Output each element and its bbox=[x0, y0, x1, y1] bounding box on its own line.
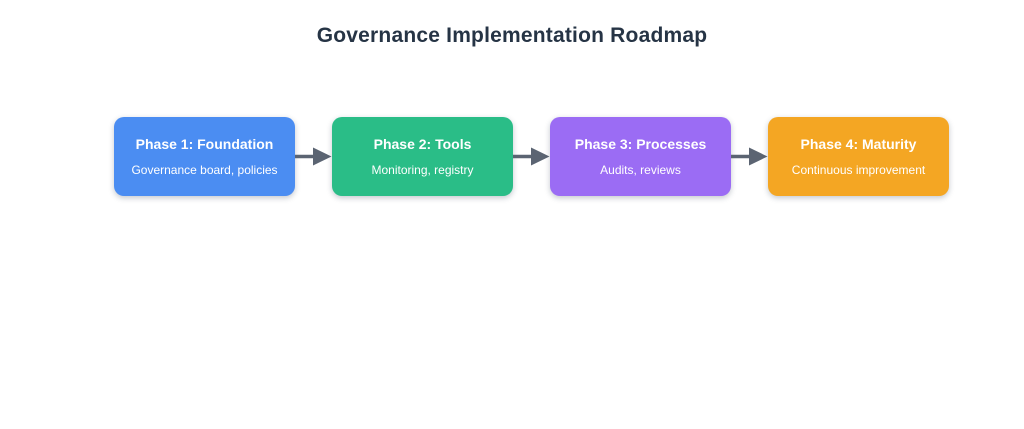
arrow-head bbox=[749, 147, 768, 166]
phase-box-processes: Phase 3: Processes Audits, reviews bbox=[550, 117, 731, 196]
phase-detail: Monitoring, registry bbox=[371, 163, 474, 177]
phase-box-tools: Phase 2: Tools Monitoring, registry bbox=[332, 117, 513, 196]
arrow-head bbox=[531, 147, 550, 166]
diagram-title: Governance Implementation Roadmap bbox=[316, 24, 708, 47]
right-arrow-icon bbox=[513, 147, 550, 166]
arrow-head bbox=[313, 147, 332, 166]
phase-detail: Audits, reviews bbox=[600, 163, 681, 177]
phase-detail: Governance board, policies bbox=[131, 163, 278, 177]
right-arrow-icon bbox=[731, 147, 768, 166]
phase-box-maturity: Phase 4: Maturity Continuous improvement bbox=[768, 117, 949, 196]
phase-label: Phase 4: Maturity bbox=[800, 136, 917, 152]
phase-label: Phase 1: Foundation bbox=[135, 136, 274, 152]
phase-detail: Continuous improvement bbox=[791, 163, 926, 177]
phase-label: Phase 2: Tools bbox=[373, 136, 472, 152]
right-arrow-icon bbox=[295, 147, 332, 166]
phase-box-foundation: Phase 1: Foundation Governance board, po… bbox=[114, 117, 295, 196]
phase-label: Phase 3: Processes bbox=[574, 136, 707, 152]
